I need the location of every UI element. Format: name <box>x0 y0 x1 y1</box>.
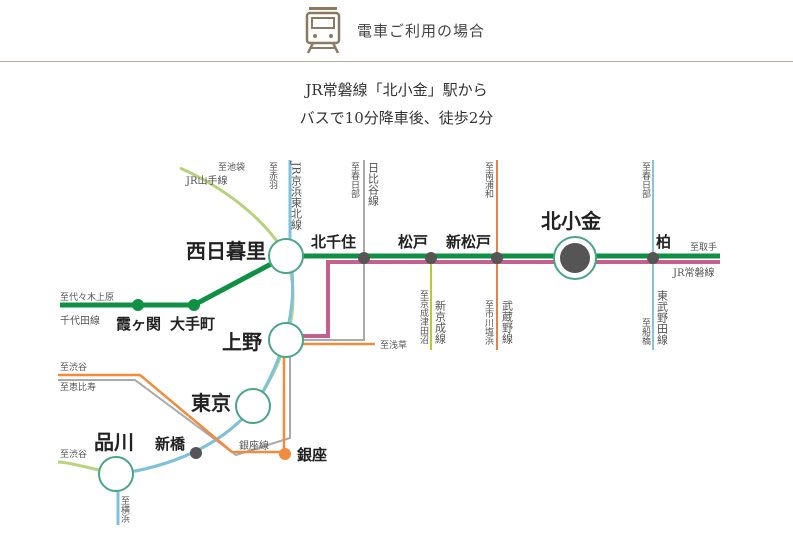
page-title: 電車ご利用の場合 <box>357 22 486 40</box>
label-kasumigaseki: 霞ヶ関 <box>116 315 161 333</box>
label-otemachi: 大手町 <box>170 315 215 333</box>
station-dot-ginza <box>279 448 291 460</box>
station-dot-kasumigaseki <box>132 299 144 311</box>
line-chiyoda <box>60 253 720 308</box>
line-keihin-tohoku <box>116 160 295 525</box>
label-shinbashi: 新橋 <box>155 435 186 453</box>
label-line-joban: JR常磐線 <box>672 266 715 279</box>
label-shinagawa: 品川 <box>94 430 134 454</box>
label-line-ginza: 銀座線 <box>239 439 269 452</box>
label-kashiwa: 柏 <box>656 233 671 251</box>
label-dir-akabane: 至赤羽 <box>267 162 278 189</box>
label-line-musashino: 武蔵野線 <box>501 300 514 344</box>
label-line-tobu-noda: 東武野田線 <box>656 290 669 345</box>
access-intro: JR常磐線「北小金」駅から バスで10分降車後、徒歩2分 <box>0 76 793 132</box>
label-kitasenju: 北千住 <box>311 233 356 251</box>
label-line-keihin-tohoku: JR京浜東北線 <box>290 161 303 230</box>
label-dir-yokohama: 至横浜 <box>119 496 130 524</box>
line-joban <box>295 260 720 338</box>
station-marker-shinagawa <box>98 456 134 492</box>
label-dir-ikebukuro: 至池袋 <box>218 161 245 173</box>
label-shinmatsudo: 新松戸 <box>446 233 491 251</box>
label-kitakogane: 北小金 <box>541 209 602 233</box>
label-dir-shibuya-ginza: 至渋谷 <box>60 361 87 373</box>
label-ginza: 銀座 <box>297 446 327 464</box>
label-dir-minami-urawa: 至南浦和 <box>483 162 494 199</box>
line-ginza <box>58 340 375 454</box>
intro-line-1: JR常磐線「北小金」駅から <box>305 81 488 99</box>
label-dir-shibuya-yamanote: 至渋谷 <box>60 448 87 460</box>
label-nishinippori: 西日暮里 <box>186 239 266 263</box>
station-dot-kitakogane <box>560 243 590 273</box>
label-line-yamanote: JR山手線 <box>185 174 228 187</box>
label-dir-asakusa: 至浅草 <box>380 339 407 351</box>
label-tokyo: 東京 <box>191 391 231 415</box>
label-line-hibiya: 日比谷線 <box>367 162 380 206</box>
label-matsudo: 松戸 <box>398 233 428 251</box>
station-dot-shinbashi <box>190 447 202 459</box>
train-icon <box>305 6 345 54</box>
header-divider <box>0 61 793 62</box>
label-dir-kasukabe-hibiya: 至春日部 <box>349 162 360 199</box>
station-dot-otemachi <box>188 299 200 311</box>
label-ueno: 上野 <box>222 330 262 354</box>
label-dir-keisei-tsudanuma: 至京成津田沼 <box>418 290 429 345</box>
station-marker-nishinippori <box>268 238 304 274</box>
label-dir-yoyogi-uehara: 至代々木上原 <box>60 291 114 303</box>
intro-line-2: バスで10分降車後、徒歩2分 <box>299 109 494 127</box>
label-line-chiyoda: 千代田線 <box>60 314 100 327</box>
label-line-shin-keisei: 新京成線 <box>434 299 447 344</box>
label-dir-ichikawa-ono: 至市川塩浜 <box>483 300 494 346</box>
station-dot-kitasenju <box>358 252 370 264</box>
label-dir-kasukabe-tobu: 至春日部 <box>640 162 651 199</box>
label-dir-toride: 至取手 <box>690 241 717 253</box>
station-dot-matsudo <box>425 252 437 264</box>
station-marker-tokyo <box>235 388 271 424</box>
station-dot-kashiwa <box>647 252 659 264</box>
line-hibiya <box>58 160 365 457</box>
label-dir-funabashi: 至船橋 <box>640 318 651 346</box>
label-dir-ebisu: 至恵比寿 <box>60 381 96 393</box>
station-dot-shinmatsudo <box>491 252 503 264</box>
station-marker-ueno <box>268 322 304 358</box>
